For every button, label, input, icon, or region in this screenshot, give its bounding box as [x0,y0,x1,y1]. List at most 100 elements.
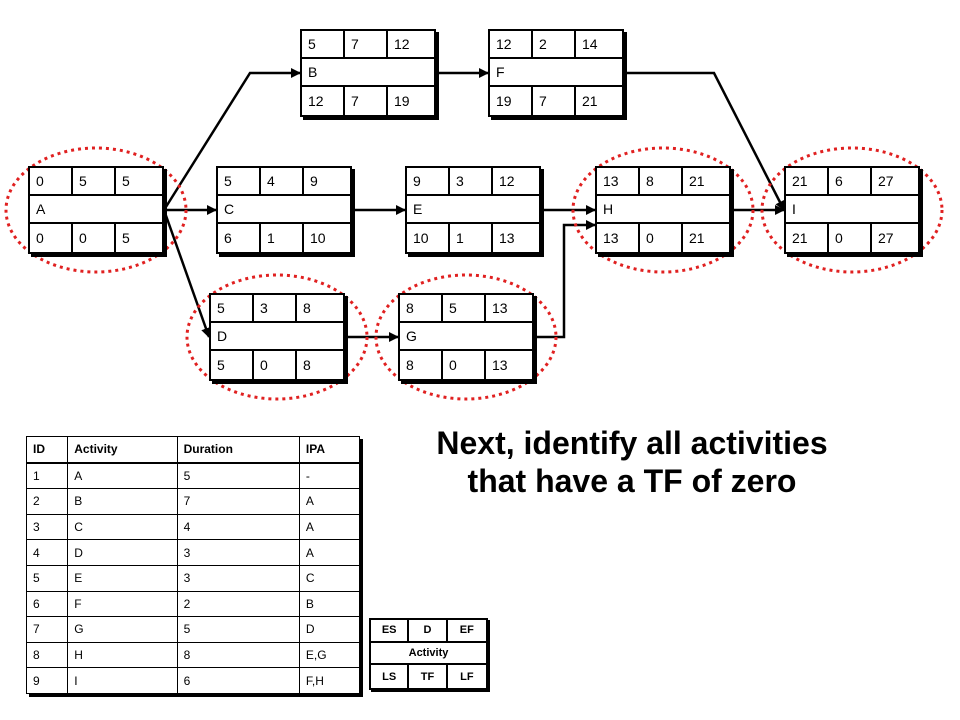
node-legend: ES D EF Activity LS TF LF [369,618,488,690]
cell-ipa: C [298,564,361,592]
edge-a-b [162,68,301,211]
node-mid-row: C [218,196,350,224]
node-es: 13 [597,168,640,194]
cell-id: 2 [25,488,69,515]
cell-activity: C [67,513,178,541]
table-header-ipa: IPA [298,435,361,464]
node-ls: 19 [490,87,533,115]
cell-ipa: A [298,488,361,515]
table-header-row: ID Activity Duration IPA [25,435,361,464]
cell-id: 6 [25,590,69,618]
node-ef: 27 [878,173,894,189]
node-ls: 6 [218,224,261,252]
node-lf: 13 [492,357,508,373]
cell-ipa: A [298,513,361,541]
node-mid-row: B [302,59,434,87]
node-lf: 13 [499,230,515,246]
edge-f-i [624,71,786,211]
cell-ipa: D [298,616,361,643]
legend-bottom-row: LS TF LF [371,665,486,688]
cell-activity: B [67,488,178,515]
node-tf: 7 [533,87,576,115]
critical-highlight-a [4,146,188,274]
node-ls: 5 [211,351,254,379]
node-tf: 1 [261,224,304,252]
cell-activity: A [67,462,178,490]
node-duration: 5 [443,295,486,321]
critical-highlight-g [374,273,558,401]
node-activity-name: H [603,201,614,217]
node-ef: 5 [122,173,130,189]
node-tf: 0 [443,351,486,379]
node-ef: 14 [582,36,598,52]
legend-mid-row: Activity [371,643,486,666]
cell-id: 9 [25,667,69,694]
node-ls: 10 [407,224,450,252]
cell-duration: 2 [176,590,300,618]
cell-activity: G [67,616,178,643]
legend-d: D [409,620,448,641]
node-tf: 0 [640,224,683,252]
table-header-activity: Activity [67,435,178,464]
node-duration: 6 [829,168,872,194]
node-lf: 8 [303,357,311,373]
cell-duration: 3 [176,539,300,566]
node-duration: 4 [261,168,304,194]
cell-activity: H [67,641,178,669]
node-es: 5 [211,295,254,321]
legend-ls: LS [371,665,410,688]
cell-ipa: B [298,590,361,618]
cell-activity: I [67,667,178,694]
cell-ipa: E,G [298,641,361,669]
node-activity-name: G [406,328,417,344]
cell-id: 5 [25,564,69,592]
node-ls: 21 [786,224,829,252]
node-activity-name: D [217,328,228,344]
node-lf: 19 [394,93,410,109]
legend-activity: Activity [408,646,449,659]
node-es: 9 [407,168,450,194]
table-header-duration: Duration [176,435,300,464]
node-lf: 5 [122,230,130,246]
node-ls: 13 [597,224,640,252]
instruction-line-2: that have a TF of zero [467,463,797,499]
node-ef: 21 [689,173,705,189]
node-lf: 10 [310,230,326,246]
node-ef: 13 [492,300,508,316]
node-lf: 27 [878,230,894,246]
cell-duration: 5 [176,616,300,643]
legend-top-row: ES D EF [371,620,486,643]
node-ef: 12 [394,36,410,52]
critical-highlight-i [760,146,944,274]
cell-activity: D [67,539,178,566]
node-ef: 12 [499,173,515,189]
node-es: 8 [400,295,443,321]
node-activity-name: F [496,64,505,80]
cell-id: 3 [25,513,69,541]
node-mid-row: F [490,59,622,87]
node-ls: 12 [302,87,345,115]
